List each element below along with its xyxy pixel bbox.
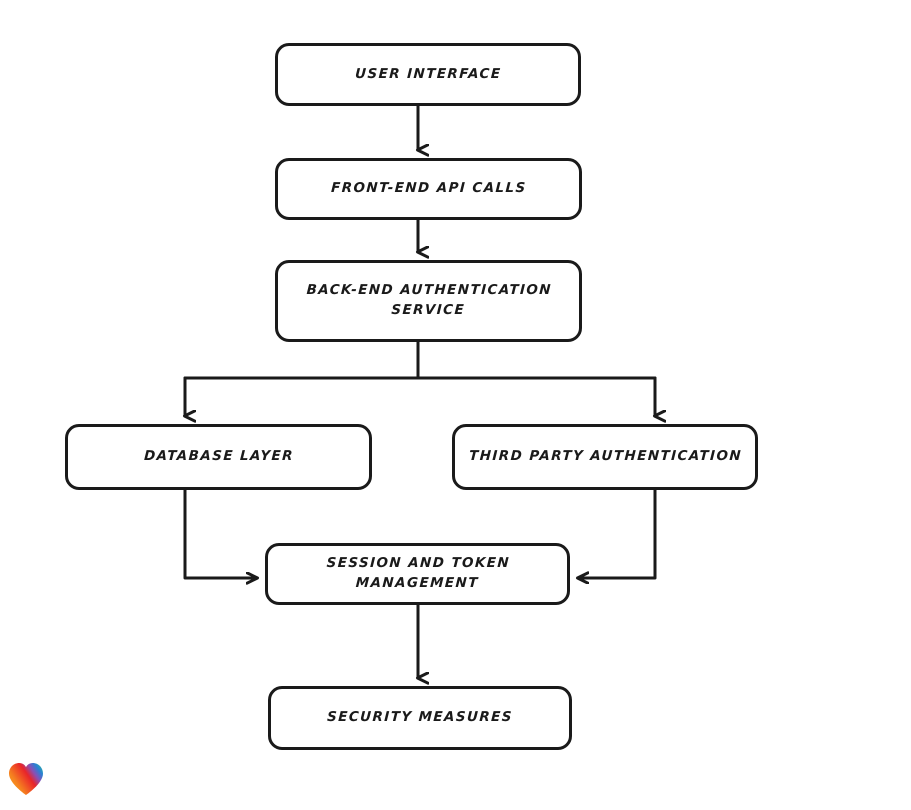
node-label-user-interface: User Interface	[354, 65, 502, 82]
node-label-frontend-api-calls: Front-End API Calls	[330, 180, 527, 197]
node-label-database-layer: Database Layer	[143, 448, 294, 465]
node-frontend-api-calls[interactable]: Front-End API Calls	[275, 158, 582, 220]
node-label-backend-auth-service: Back-End Authentication Service	[305, 282, 553, 318]
node-label-security-measures: Security Measures	[326, 709, 514, 726]
edge-thirdparty-to-session	[578, 488, 657, 578]
node-backend-auth-service[interactable]: Back-End Authentication Service	[275, 260, 582, 342]
node-session-token-mgmt[interactable]: Session and Token Management	[265, 543, 570, 605]
node-database-layer[interactable]: Database Layer	[65, 424, 372, 490]
node-security-measures[interactable]: Security Measures	[268, 686, 572, 750]
heart-icon	[9, 763, 43, 795]
node-label-session-token-mgmt: Session and Token Management	[325, 555, 511, 591]
node-label-third-party-auth: Third Party Authentication	[468, 448, 742, 465]
node-user-interface[interactable]: User Interface	[275, 43, 581, 106]
edge-database-to-session	[183, 488, 257, 578]
node-third-party-auth[interactable]: Third Party Authentication	[452, 424, 758, 490]
